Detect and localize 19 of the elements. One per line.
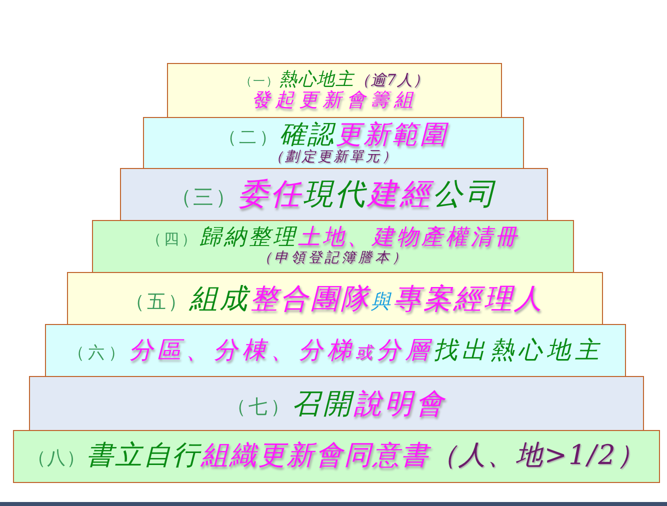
step-box [13,430,660,483]
step-subtitle: （申領登記簿謄本） [257,250,409,267]
step-title: （八）書立自行組織更新會同意書（人、地>1/2） [27,441,646,472]
step-title: （一）熱心地主（逾7人） [240,70,429,90]
step-box [45,324,626,377]
step-box [143,117,524,169]
step-title: （七）召開說明會 [226,388,446,420]
step-box [120,168,548,221]
step-box [67,272,603,325]
step-title: （三）委任現代建經公司 [170,178,498,212]
step-subtitle: （劃定更新單元） [269,150,398,166]
step-title: （六）分區、分棟、分梯或分層找出熱心地主 [68,337,604,364]
step-title: （五）組成整合團隊與專案經理人 [126,282,544,314]
step-box [29,376,644,431]
step-title: （二）確認更新範圍 [219,120,448,150]
step-box [92,220,574,273]
step-box [167,63,502,119]
step-title: （四）歸納整理土地、建物產權清冊 [146,226,520,250]
step-subtitle: 發起更新會籌組 [251,90,418,112]
